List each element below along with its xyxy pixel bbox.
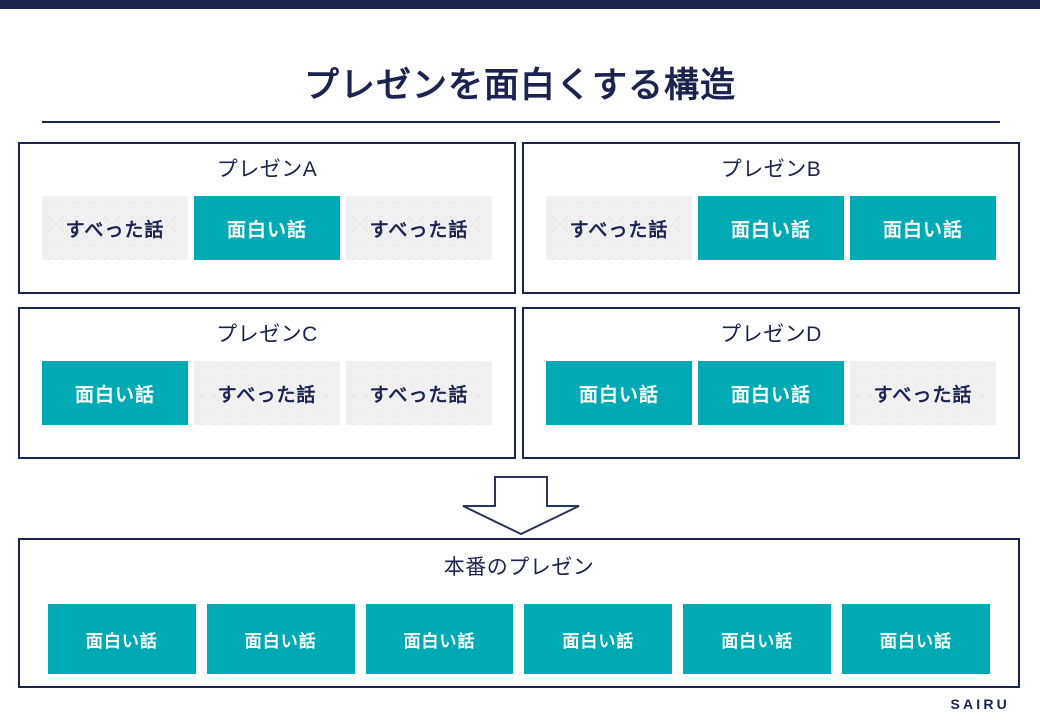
chip-c-1[interactable]: 面白い話 bbox=[42, 361, 188, 425]
chip-d-3[interactable]: すべった話 bbox=[850, 361, 996, 425]
card-title-c: プレゼンC bbox=[216, 323, 318, 346]
title-divider bbox=[42, 121, 1000, 123]
final-chip-5[interactable]: 面白い話 bbox=[683, 604, 832, 674]
brand-logo: SAIRU bbox=[950, 696, 1010, 712]
presentation-card-b[interactable]: プレゼンB すべった話 面白い話 面白い話 bbox=[522, 142, 1020, 294]
top-accent-bar bbox=[0, 0, 1040, 9]
chip-b-1[interactable]: すべった話 bbox=[546, 196, 692, 260]
final-panel-title: 本番のプレゼン bbox=[443, 556, 595, 579]
chip-b-2[interactable]: 面白い話 bbox=[698, 196, 844, 260]
page-title: プレゼンを面白くする構造 bbox=[303, 66, 736, 105]
final-presentation-panel[interactable]: 本番のプレゼン 面白い話 面白い話 面白い話 面白い話 面白い話 面白い話 bbox=[18, 538, 1020, 688]
chip-d-2[interactable]: 面白い話 bbox=[698, 361, 844, 425]
chip-c-3[interactable]: すべった話 bbox=[346, 361, 492, 425]
final-chip-row: 面白い話 面白い話 面白い話 面白い話 面白い話 面白い話 bbox=[48, 604, 990, 674]
final-chip-2[interactable]: 面白い話 bbox=[206, 604, 355, 674]
final-chip-1[interactable]: 面白い話 bbox=[48, 604, 196, 674]
down-block-arrow-icon bbox=[461, 476, 581, 536]
card-title-d: プレゼンD bbox=[720, 323, 822, 346]
presentation-card-c[interactable]: プレゼンC 面白い話 すべった話 すべった話 bbox=[18, 307, 516, 459]
card-title-a: プレゼンA bbox=[216, 158, 318, 181]
chip-row-a: すべった話 面白い話 すべった話 bbox=[42, 196, 492, 260]
chip-d-1[interactable]: 面白い話 bbox=[546, 361, 692, 425]
chip-a-3[interactable]: すべった話 bbox=[346, 196, 492, 260]
presentation-card-d[interactable]: プレゼンD 面白い話 面白い話 すべった話 bbox=[522, 307, 1020, 459]
chip-row-c: 面白い話 すべった話 すべった話 bbox=[42, 361, 492, 425]
final-chip-4[interactable]: 面白い話 bbox=[524, 604, 673, 674]
chip-row-d: 面白い話 面白い話 すべった話 bbox=[546, 361, 996, 425]
final-chip-6[interactable]: 面白い話 bbox=[842, 604, 990, 674]
card-title-b: プレゼンB bbox=[720, 158, 822, 181]
presentation-card-a[interactable]: プレゼンA すべった話 面白い話 すべった話 bbox=[18, 142, 516, 294]
final-chip-3[interactable]: 面白い話 bbox=[365, 604, 514, 674]
chip-b-3[interactable]: 面白い話 bbox=[850, 196, 996, 260]
chip-c-2[interactable]: すべった話 bbox=[194, 361, 340, 425]
chip-a-2[interactable]: 面白い話 bbox=[194, 196, 340, 260]
chip-row-b: すべった話 面白い話 面白い話 bbox=[546, 196, 996, 260]
chip-a-1[interactable]: すべった話 bbox=[42, 196, 188, 260]
